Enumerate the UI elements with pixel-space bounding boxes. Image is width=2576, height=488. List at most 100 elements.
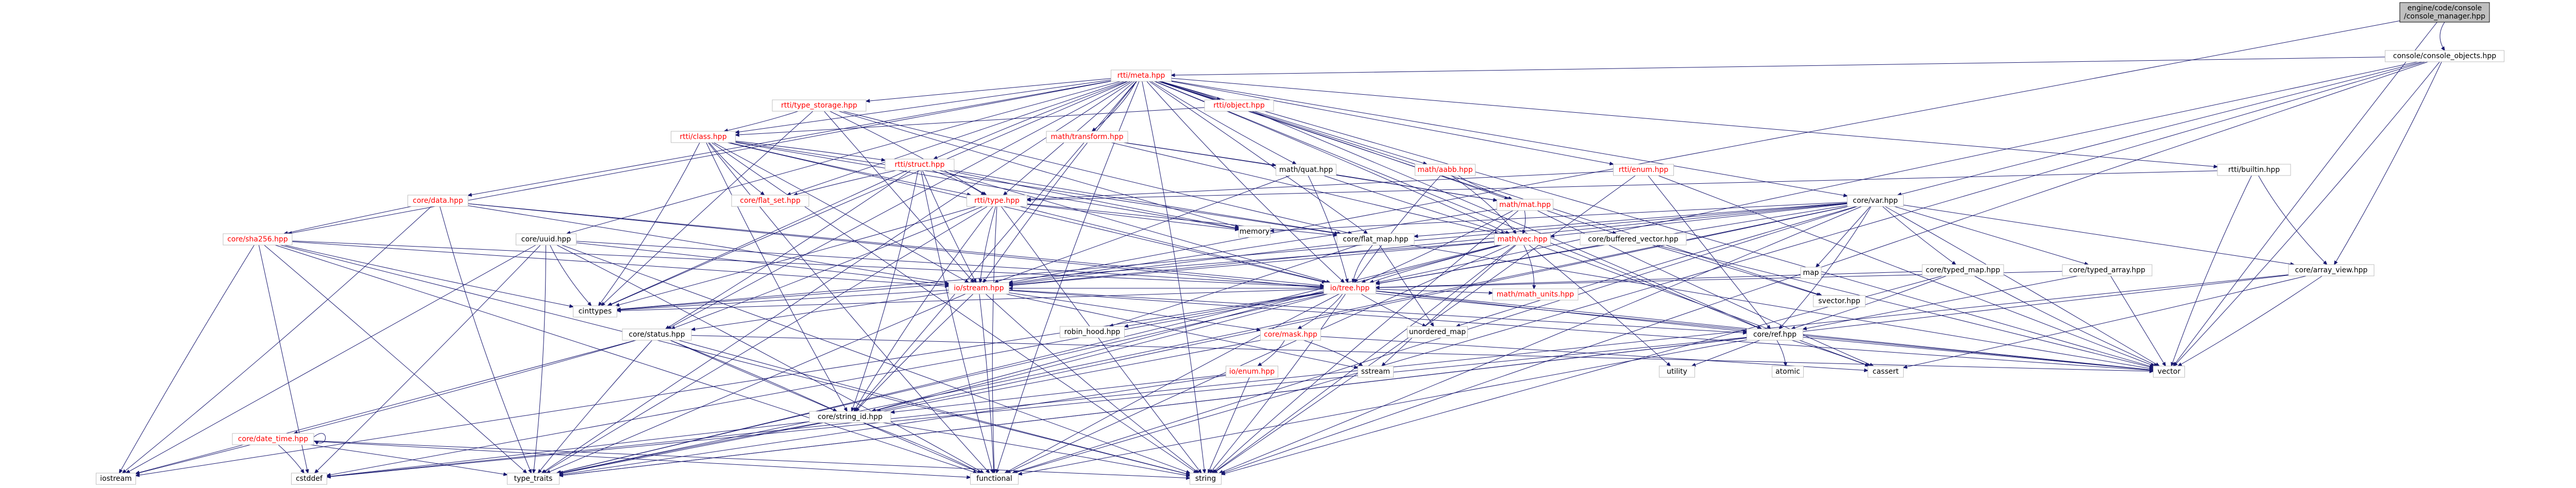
node-map[interactable]: map [1800, 267, 1822, 279]
dependency-edge [1376, 289, 1493, 293]
node-core-flat-set[interactable]: core/flat_set.hpp [731, 195, 809, 207]
node-core-array-view[interactable]: core/array_view.hpp [2288, 264, 2375, 276]
node-core-typed-array[interactable]: core/typed_array.hpp [2062, 264, 2153, 276]
dependency-edge [980, 206, 996, 283]
node-label: atomic [1775, 368, 1800, 376]
node-unordered-map[interactable]: unordered_map [1407, 326, 1468, 338]
node-rtti-object[interactable]: rtti/object.hpp [1204, 99, 1274, 112]
node-box [1324, 282, 1376, 294]
dependency-edge [1882, 206, 1956, 265]
node-core-typed-map[interactable]: core/typed_map.hpp [1922, 264, 2004, 276]
node-io-tree[interactable]: io/tree.hpp [1324, 282, 1376, 294]
node-rtti-struct[interactable]: rtti/struct.hpp [885, 159, 955, 171]
dependency-edge [934, 81, 1127, 159]
dependency-edge [939, 170, 1330, 283]
dependency-edge [2173, 22, 2437, 366]
node-svector[interactable]: svector.hpp [1813, 295, 1866, 307]
dependency-edge [1172, 57, 2385, 75]
node-label: engine/code/console [2408, 4, 2482, 12]
node-label: rtti/class.hpp [680, 133, 726, 141]
node-rtti-enum[interactable]: rtti/enum.hpp [1613, 164, 1674, 176]
node-core-buffered-vector[interactable]: core/buffered_vector.hpp [1580, 233, 1687, 246]
dependency-edge [1007, 245, 1511, 473]
dependency-edge [671, 206, 983, 329]
node-core-sha256[interactable]: core/sha256.hpp [223, 233, 293, 246]
dependency-edge [1379, 245, 1433, 326]
node-string[interactable]: string [1190, 473, 1222, 485]
dependency-edge [735, 142, 1239, 229]
node-cstddef[interactable]: cstddef [291, 473, 327, 485]
node-rtti-meta[interactable]: rtti/meta.hpp [1111, 69, 1172, 82]
dependency-edge [1159, 81, 1427, 164]
dependency-edge [1125, 292, 1324, 327]
dependency-edge [468, 80, 1111, 195]
node-math-vec[interactable]: math/vec.hpp [1494, 233, 1551, 246]
node-core-date-time[interactable]: core/date_time.hpp [232, 433, 314, 445]
node-rtti-class[interactable]: rtti/class.hpp [671, 131, 736, 143]
node-atomic[interactable]: atomic [1772, 365, 1804, 378]
dependency-edge [1656, 245, 2154, 368]
node-math-quat[interactable]: math/quat.hpp [1276, 164, 1336, 176]
node-label: rtti/enum.hpp [1619, 166, 1669, 174]
node-core-ref[interactable]: core/ref.hpp [1747, 328, 1803, 341]
node-box [967, 195, 1027, 207]
node-type-storage[interactable]: rtti/type_storage.hpp [772, 99, 867, 112]
node-math-aabb[interactable]: math/aabb.hpp [1415, 164, 1476, 176]
node-box [1046, 131, 1128, 143]
dependency-edge [668, 81, 1131, 329]
node-box [2288, 264, 2375, 276]
dependency-edge [670, 340, 837, 411]
dependency-edge [1904, 275, 2307, 368]
dependency-edge [1006, 293, 1358, 368]
node-console-objects[interactable]: console/console_objects.hpp [2385, 50, 2504, 62]
dependency-edge [468, 205, 949, 284]
node-cinttypes[interactable]: cinttypes [573, 305, 617, 318]
node-box [2153, 365, 2185, 378]
node-box [948, 282, 1009, 294]
node-vector[interactable]: vector [2153, 365, 2185, 378]
dependency-edge [922, 170, 976, 283]
node-memory[interactable]: memory [1239, 225, 1270, 238]
dependency-edge [136, 292, 1324, 476]
node-core-flat-map[interactable]: core/flat_map.hpp [1336, 233, 1415, 246]
node-utility[interactable]: utility [1659, 365, 1695, 378]
node-label: math/aabb.hpp [1417, 166, 1472, 174]
node-io-stream[interactable]: io/stream.hpp [948, 282, 1009, 294]
node-box [516, 233, 577, 246]
dependency-edge [1361, 293, 1426, 326]
dependency-edge [921, 170, 993, 473]
node-iostream[interactable]: iostream [96, 473, 136, 485]
node-core-mask[interactable]: core/mask.hpp [1260, 328, 1321, 341]
node-core-data[interactable]: core/data.hpp [408, 195, 468, 207]
dependency-edge [294, 340, 636, 433]
node-core-status[interactable]: core/status.hpp [622, 328, 692, 341]
dependency-edge [947, 170, 1239, 229]
node-label: rtti/struct.hpp [894, 161, 944, 169]
dependency-edge [1803, 337, 2154, 370]
node-math-mat[interactable]: math/mat.hpp [1497, 199, 1553, 211]
node-box [1847, 195, 1904, 207]
node-core-var[interactable]: core/var.hpp [1847, 195, 1904, 207]
dependency-edge [264, 245, 527, 473]
node-label: sstream [1361, 368, 1390, 376]
node-type-traits[interactable]: type_traits [507, 473, 560, 485]
dependency-edge [1303, 340, 1363, 366]
node-label: core/sha256.hpp [227, 235, 288, 243]
node-cassert[interactable]: cassert [1868, 365, 1904, 378]
dependency-edge [315, 245, 541, 473]
dependency-edge [576, 242, 949, 285]
node-functional[interactable]: functional [970, 473, 1019, 485]
dependency-edge [877, 206, 1849, 411]
dependency-edge [601, 111, 814, 306]
node-rtti-type[interactable]: rtti/type.hpp [967, 195, 1027, 207]
node-math-transform[interactable]: math/transform.hpp [1046, 131, 1128, 143]
node-math-math-units[interactable]: math/math_units.hpp [1492, 288, 1579, 301]
node-io-enum[interactable]: io/enum.hpp [1226, 365, 1278, 378]
node-core-string-id[interactable]: core/string_id.hpp [809, 411, 891, 423]
node-sstream[interactable]: sstream [1358, 365, 1394, 378]
dependency-edge [284, 206, 412, 234]
node-rtti-builtin[interactable]: rtti/builtin.hpp [2217, 164, 2291, 176]
node-robin-hood[interactable]: robin_hood.hpp [1060, 326, 1125, 338]
node-core-uuid[interactable]: core/uuid.hpp [516, 233, 577, 246]
